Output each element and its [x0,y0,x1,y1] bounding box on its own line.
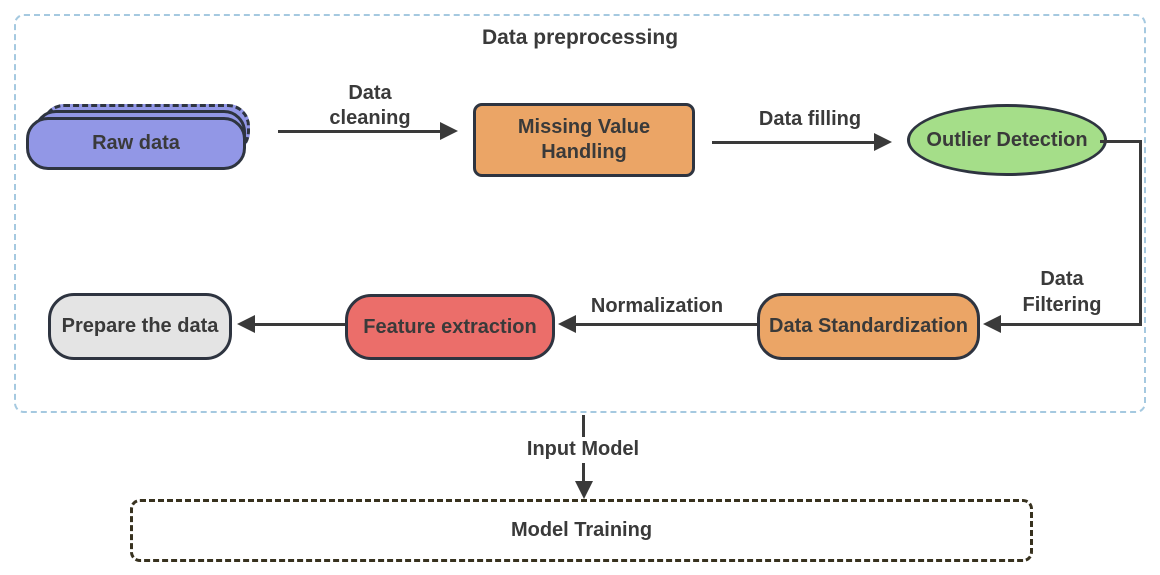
model-training-box: Model Training [130,499,1033,562]
outlier-detection-label: Outlier Detection [926,128,1088,151]
diagram-title: Data preprocessing [481,26,679,49]
data-preprocessing-container [14,14,1146,413]
data-cleaning-arrowhead [440,122,458,140]
data-filling-label: Data filling [758,108,862,130]
raw-data-node: Raw data [26,104,270,174]
data-standardization-node: Data Standardization [757,293,980,360]
data-filtering-connector-vertical [1139,140,1142,326]
raw-data-front-layer: Raw data [26,117,246,170]
feature-to-prepare-arrow [255,323,345,326]
data-filling-arrowhead [874,133,892,151]
data-filtering-arrowhead [983,315,1001,333]
data-filtering-connector-top [1100,140,1142,143]
input-model-label: Input Model [526,438,640,460]
missing-value-handling-label: Missing Value Handling [517,116,651,163]
input-model-arrowhead [575,481,593,499]
prepare-the-data-label: Prepare the data [61,315,219,337]
feature-extraction-node: Feature extraction [345,294,555,360]
feature-extraction-label: Feature extraction [363,315,537,338]
outlier-detection-node: Outlier Detection [907,104,1107,176]
input-model-connector-top [582,415,585,437]
model-training-label: Model Training [510,519,653,541]
input-model-connector-bottom [582,463,585,481]
missing-value-handling-node: Missing Value Handling [473,103,695,177]
normalization-arrowhead [558,315,576,333]
feature-to-prepare-arrowhead [237,315,255,333]
data-filtering-label: Data Filtering [1022,268,1102,316]
data-cleaning-label: Data cleaning [329,82,411,129]
data-filling-arrow [712,141,874,144]
normalization-arrow [576,323,757,326]
data-standardization-label: Data Standardization [769,315,968,337]
raw-data-label: Raw data [92,132,180,154]
data-cleaning-arrow [278,130,440,133]
data-filtering-connector-bottom [1001,323,1142,326]
normalization-label: Normalization [590,295,724,317]
prepare-the-data-node: Prepare the data [48,293,232,360]
